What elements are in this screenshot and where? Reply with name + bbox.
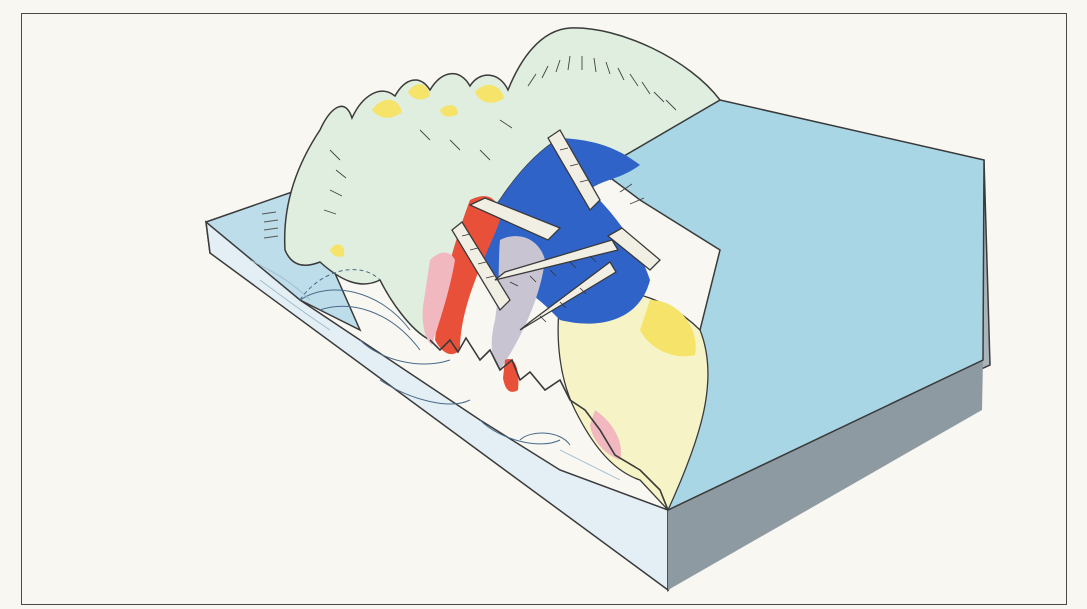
red-band-lower (503, 359, 518, 392)
